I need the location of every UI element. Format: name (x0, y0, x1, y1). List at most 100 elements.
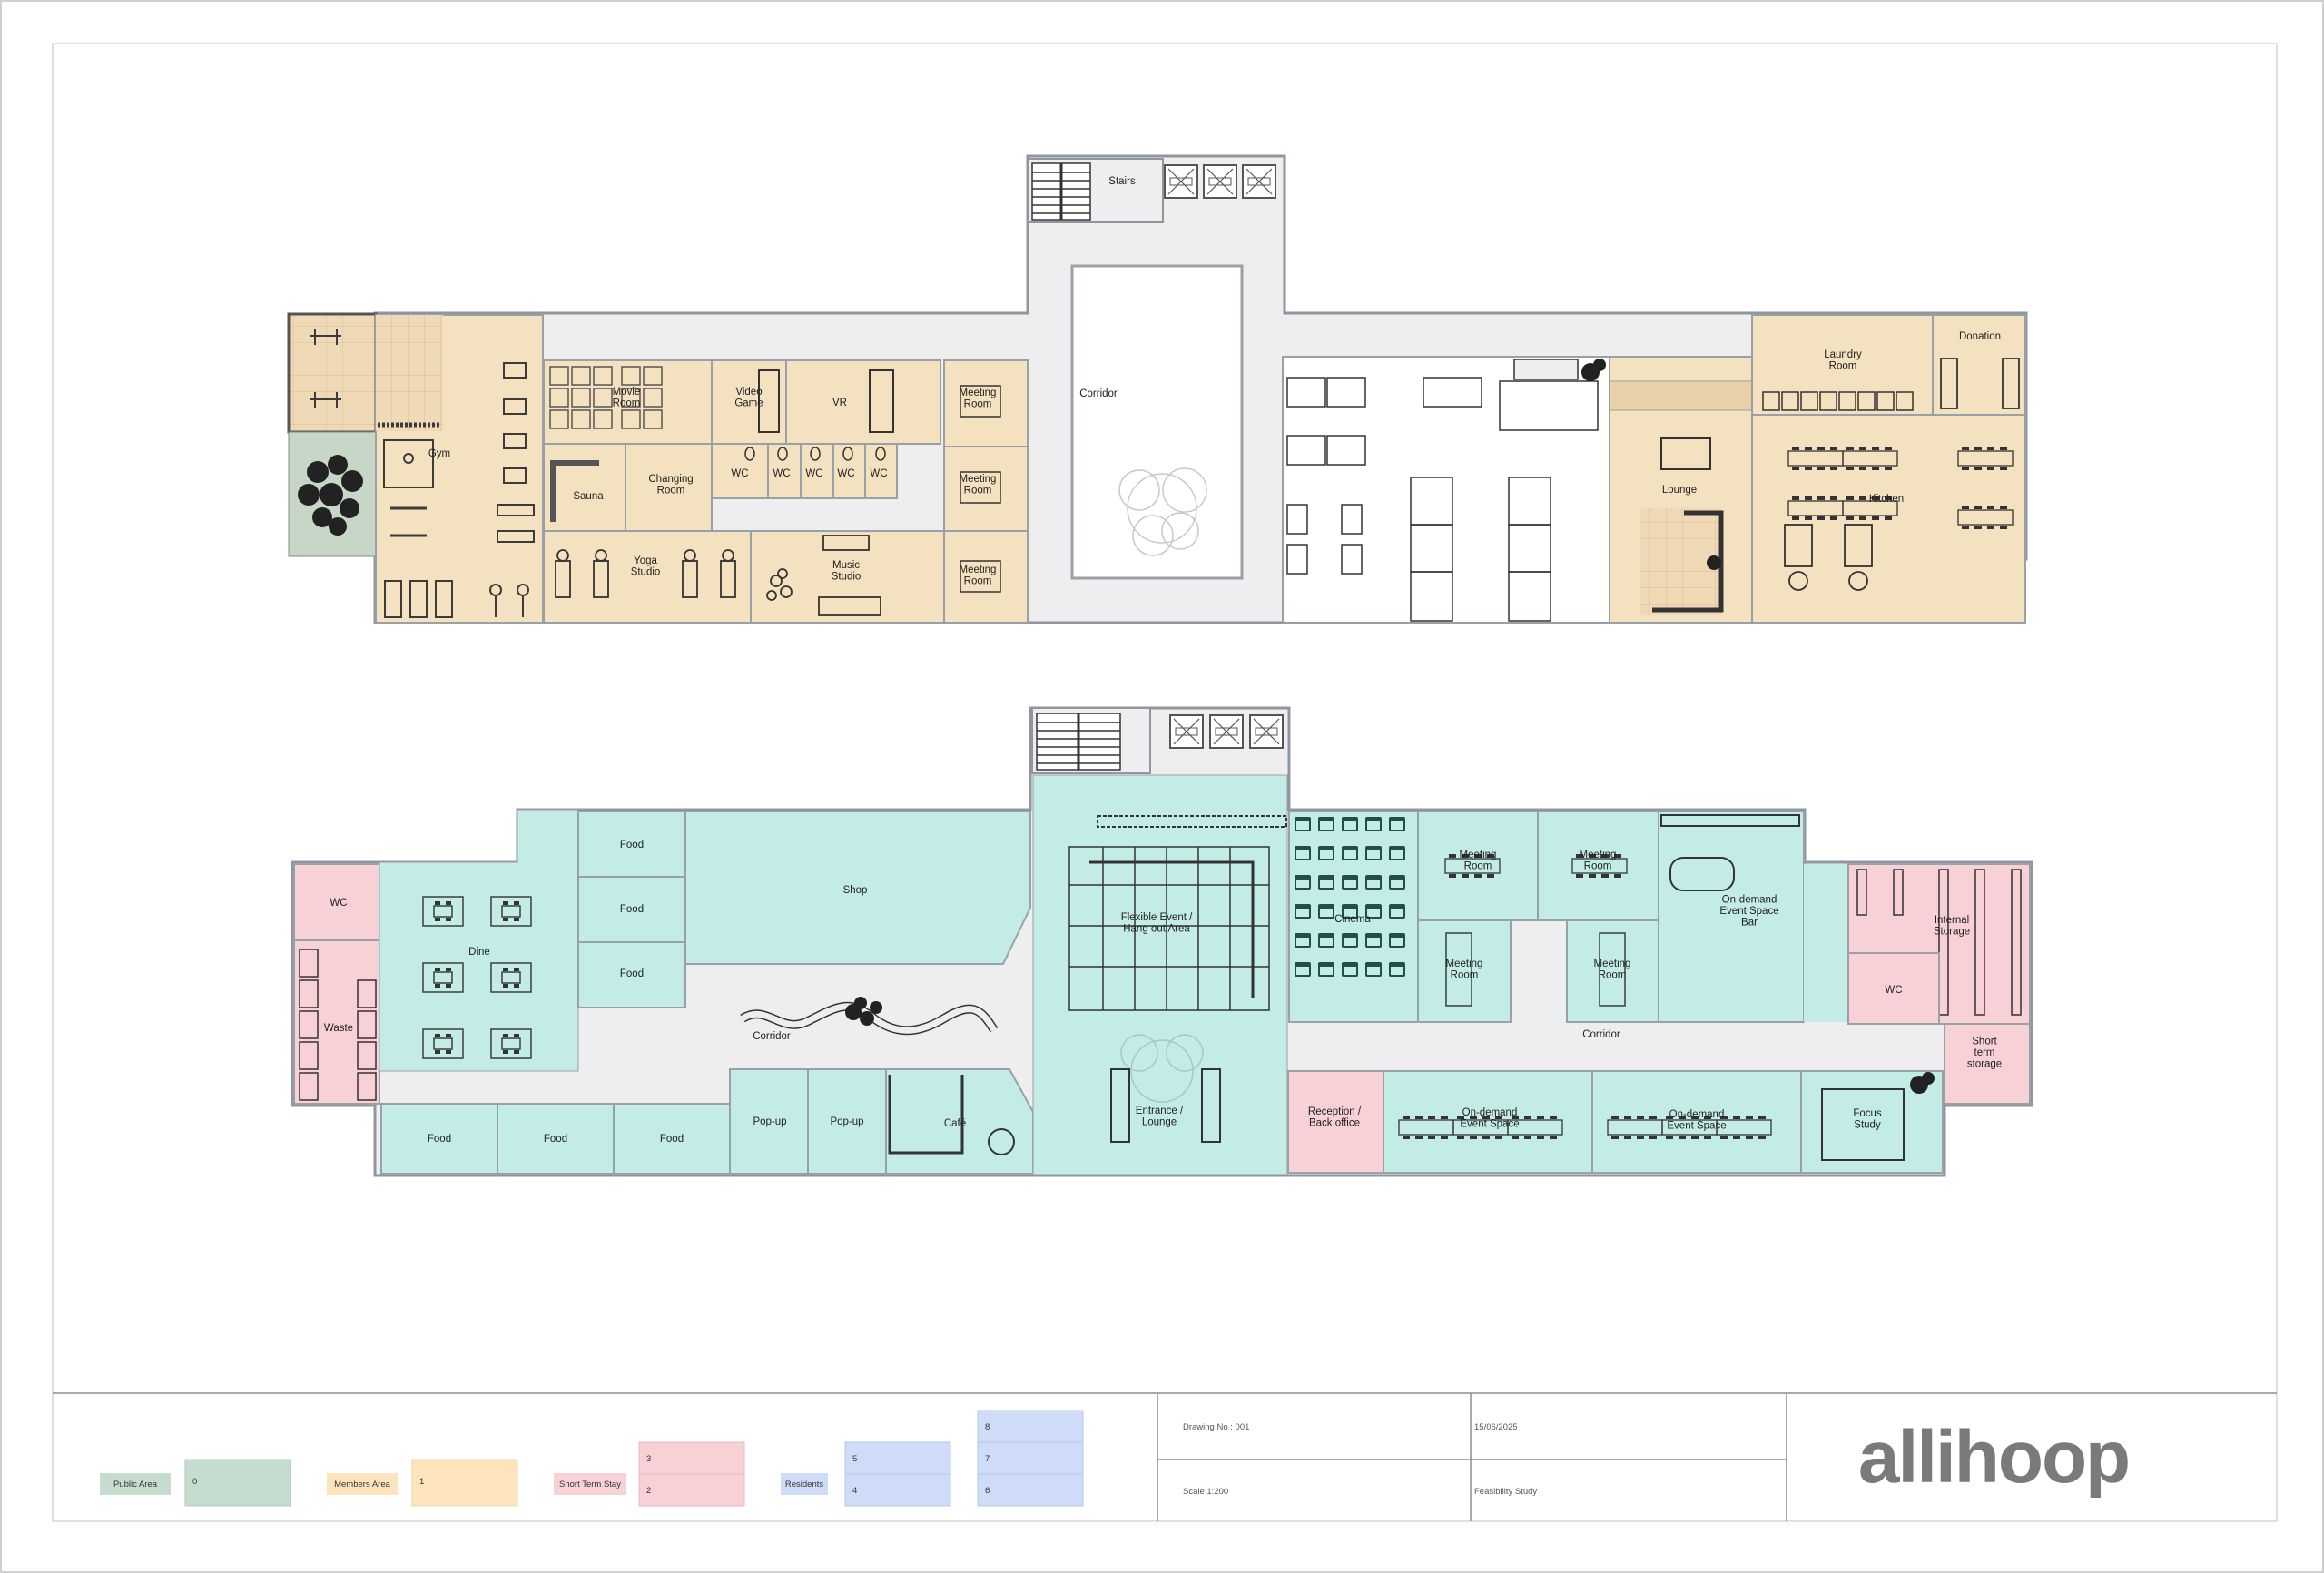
plant-icon (845, 997, 882, 1026)
sofa (869, 369, 894, 433)
drawing-frame (52, 43, 2278, 1522)
stairs-icon (1036, 713, 1121, 771)
bar-table (1669, 857, 1735, 891)
event-bar-zone (1804, 864, 1848, 1022)
plant-icon (1707, 555, 1721, 570)
wc-partitions (767, 444, 866, 498)
donation-zone (1932, 314, 2026, 416)
ground-floor-plan: Food Food Food Shop WC Dine Waste Corrid… (290, 706, 2034, 1177)
drawing-scale: Scale 1:200 (1183, 1487, 1228, 1497)
room-label-popup: Pop-up (830, 1116, 863, 1127)
kitchen-seating (1784, 358, 2020, 591)
room-label-corridor: Corridor (1582, 1029, 1620, 1040)
waste-bins (299, 949, 377, 1101)
event-bar-zone (1658, 811, 1805, 1023)
focus-rug (1821, 1088, 1905, 1161)
desk-clusters (1286, 359, 1599, 622)
waste-zone (293, 939, 380, 1105)
legend-residents-swatch (844, 1441, 951, 1475)
meeting-furniture (1445, 932, 1626, 1007)
sauna-bench (550, 460, 599, 522)
dine-table (422, 896, 532, 1059)
cafe-table (988, 1128, 1015, 1155)
room-label-wc: WC (837, 468, 854, 479)
legend-short-term-tag (554, 1473, 626, 1495)
legend-short-term-floor: 3 (646, 1454, 651, 1464)
sofa (1652, 510, 1724, 613)
room-label-wc: WC (1885, 985, 1902, 996)
room-label-wc: WC (870, 468, 887, 479)
legend-members-swatch (411, 1459, 518, 1507)
room-label-kitchen: Kitchen (1869, 494, 1904, 505)
room-label-reception: Reception /Back office (1308, 1106, 1362, 1129)
room-label-gym: Gym (428, 448, 450, 459)
food-stall-zone (577, 941, 686, 1008)
lounge-counter (1609, 380, 1753, 411)
room-label-wc: WC (773, 468, 790, 479)
legend-public-swatch (184, 1459, 291, 1507)
room-label-vr: VR (832, 398, 847, 408)
room-label-flexible-event: Flexible Event /Hang out Area (1121, 912, 1193, 935)
atrium-zone (1032, 774, 1288, 1175)
legend-residents-swatch (844, 1473, 951, 1507)
ground-floor-labels: Food Food Food Shop WC Dine Waste Corrid… (324, 840, 2002, 1145)
legend-short-term-swatch (638, 1441, 745, 1475)
room-label-shop: Shop (843, 885, 868, 896)
vr-zone (785, 359, 941, 445)
event-bench (1097, 815, 1287, 828)
plant-icon (1581, 359, 1606, 381)
elevator-icon (1203, 164, 1237, 199)
cafe-counter (888, 1075, 964, 1155)
stairs-icon (1031, 162, 1091, 221)
room-label-cafe: Café (944, 1118, 966, 1129)
legend-short-term-floor: 2 (646, 1486, 651, 1496)
room-label-food: Food (544, 1134, 567, 1145)
yoga-mats (555, 549, 736, 598)
legend-public-floor: 0 (192, 1477, 197, 1487)
room-label-food: Food (428, 1134, 451, 1145)
elevator-icon (1169, 714, 1204, 749)
room-label-lounge: Lounge (1662, 485, 1697, 496)
tree-icon (1120, 1034, 1204, 1103)
legend: Public Area 0 Members Area 1 Short Term … (100, 1410, 1084, 1507)
legend-short-term-label: Short Term Stay (559, 1480, 621, 1489)
video-game-zone (711, 359, 787, 445)
plant-icon (298, 455, 363, 536)
washing-machines (1762, 391, 1914, 411)
room-label-food: Food (620, 904, 644, 915)
meeting-room-zone (943, 359, 1029, 447)
food-stall-zone (380, 1103, 498, 1175)
storage-shelves (1856, 869, 2022, 1016)
meeting-furniture (960, 385, 1001, 593)
legend-short-term-swatch (638, 1473, 745, 1507)
legend-residents-floor: 7 (985, 1454, 990, 1464)
tree-icon (1118, 467, 1207, 556)
kitchen-bar-counter (1660, 814, 1800, 827)
title-block (53, 1392, 2277, 1521)
gym-equipment (310, 329, 535, 618)
wc-zone (1847, 952, 1940, 1025)
elevator-icon (1164, 164, 1198, 199)
room-label-food: Food (620, 840, 644, 850)
lounge-sofa (1201, 1068, 1221, 1143)
legend-residents-swatch (977, 1473, 1084, 1507)
dine-zone (379, 809, 579, 1072)
gym-terrace-tiles (287, 312, 378, 434)
legend-residents-floor: 8 (985, 1422, 990, 1432)
popup-zone (807, 1068, 887, 1175)
elevator-icon (1249, 714, 1284, 749)
legend-members-tag (327, 1473, 398, 1495)
movie-seats (549, 366, 663, 429)
drawing-status: Feasibility Study (1474, 1487, 1537, 1497)
room-label-stairs: Stairs (1108, 176, 1136, 187)
